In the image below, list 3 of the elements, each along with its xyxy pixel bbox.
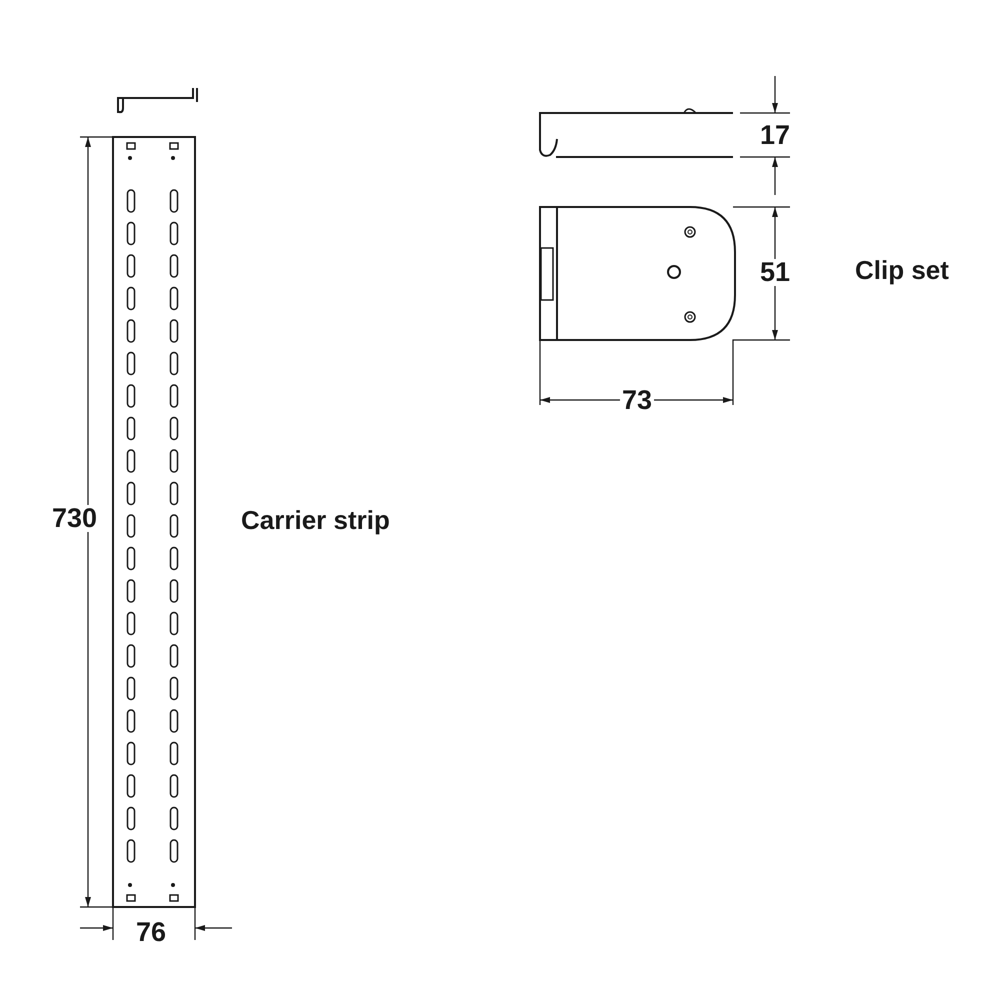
dimension-label: 51 xyxy=(758,259,792,286)
part-label: Clip set xyxy=(853,257,951,283)
part-label: Carrier strip xyxy=(239,507,392,533)
